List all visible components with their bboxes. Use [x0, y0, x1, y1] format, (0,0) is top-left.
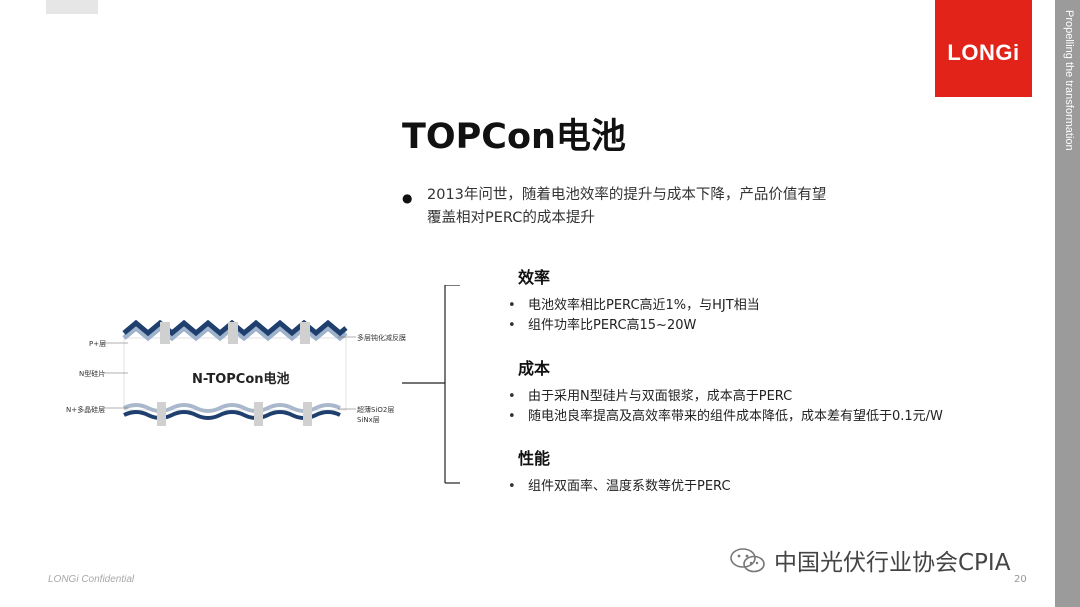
intro-line-2: 覆盖相对PERC的成本提升 [427, 210, 595, 226]
intro-text: ● 2013年问世，随着电池效率的提升与成本下降，产品价值有望 覆盖相对PERC… [402, 184, 872, 230]
cell-name: N-TOPCon电池 [192, 372, 290, 387]
list-item: •组件功率比PERC高15~20W [508, 316, 760, 336]
wafer-body [123, 337, 347, 411]
top-contact-1 [160, 322, 170, 344]
label-arc-film: 多层钝化减反膜 [357, 334, 406, 342]
list-item: •由于采用N型硅片与双面银浆，成本高于PERC [508, 387, 943, 407]
bullet-icon: • [508, 318, 516, 333]
slide-title: TOPCon电池 [402, 117, 626, 157]
list-item: •电池效率相比PERC高近1%，与HJT相当 [508, 296, 760, 316]
label-p-layer: P+层 [89, 340, 107, 348]
confidential-note: LONGi Confidential [48, 574, 135, 585]
bullet-icon: • [508, 389, 516, 404]
top-contact-3 [300, 322, 310, 344]
longi-logo: LONGi [935, 0, 1032, 97]
list-item: •组件双面率、温度系数等优于PERC [508, 477, 731, 497]
page-number: 20 [1014, 574, 1027, 585]
bracket-connector [402, 285, 460, 484]
bullet-icon: • [508, 479, 516, 494]
intro-line-1: 2013年问世，随着电池效率的提升与成本下降，产品价值有望 [427, 187, 827, 203]
section-efficiency: 效率 •电池效率相比PERC高近1%，与HJT相当 •组件功率比PERC高15~… [508, 264, 760, 336]
logo-text: LONGi [947, 39, 1020, 65]
label-n-wafer: N型硅片 [79, 370, 106, 378]
list-item: •随电池良率提高及高效率带来的组件成本降低，成本差有望低于0.1元/W [508, 407, 943, 427]
label-sinx: SiNx层 [357, 416, 380, 424]
label-sio2: 超薄SiO2层 [357, 406, 395, 414]
section-performance: 性能 •组件双面率、温度系数等优于PERC [508, 445, 731, 497]
bottom-contact-1 [157, 402, 166, 426]
topcon-cell-diagram: P+层 N型硅片 N+多晶硅层 多层钝化减反膜 超薄SiO2层 SiNx层 N-… [62, 316, 422, 436]
top-contact-2 [228, 322, 238, 344]
wechat-icon [730, 548, 765, 573]
tagline: Propelling the transformation [1063, 10, 1075, 151]
bullet-icon: • [508, 409, 516, 424]
bullet-icon: • [508, 298, 516, 313]
cell-cross-section [102, 319, 356, 426]
section-cost: 成本 •由于采用N型硅片与双面银浆，成本高于PERC •随电池良率提高及高效率带… [508, 355, 943, 427]
top-tab [46, 0, 98, 14]
watermark-text: 中国光伏行业协会CPIA [774, 550, 1011, 576]
watermark: 中国光伏行业协会CPIA [728, 543, 1010, 577]
bottom-contact-3 [303, 402, 312, 426]
section-heading: 效率 [518, 268, 551, 287]
section-heading: 性能 [518, 449, 551, 468]
bullet-icon: ● [402, 191, 413, 205]
side-strip [1055, 0, 1080, 607]
bottom-contact-2 [254, 402, 263, 426]
section-heading: 成本 [518, 359, 551, 378]
label-n-poly: N+多晶硅层 [66, 406, 106, 414]
